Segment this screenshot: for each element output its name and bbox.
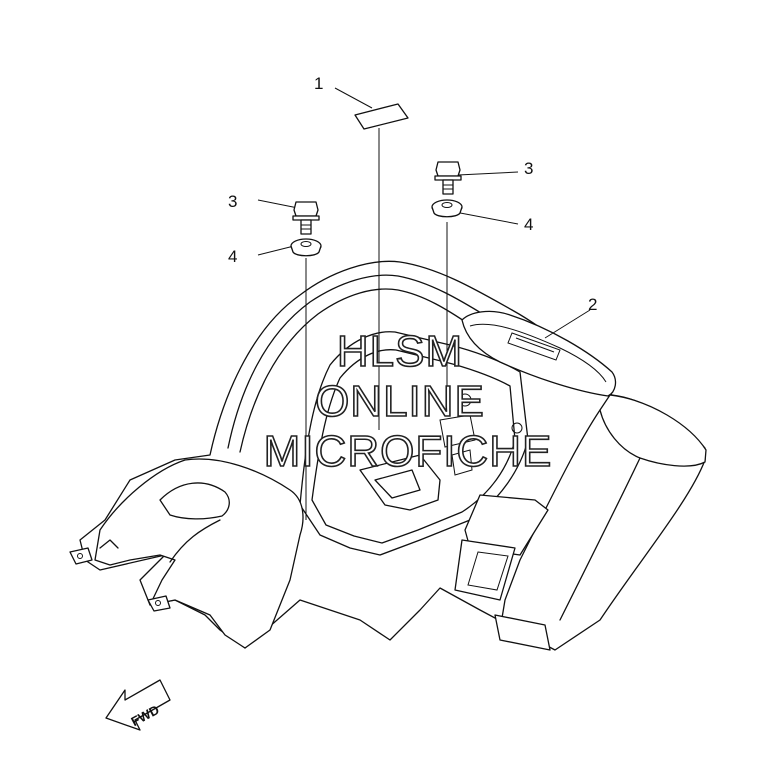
decal-part — [354, 103, 409, 130]
yamaha-logo — [507, 332, 561, 361]
rear-fender — [69, 260, 707, 651]
fwd-arrow-icon: FWD — [105, 679, 171, 731]
callout-1: 1 — [314, 74, 323, 93]
callout-3-left: 3 — [228, 192, 237, 211]
callout-4-right: 4 — [524, 215, 533, 234]
leader-lines — [257, 87, 591, 520]
bolt-right — [434, 161, 462, 195]
watermark: HLSM ONLINE MICROFICHE — [263, 326, 553, 477]
callout-3-right: 3 — [524, 159, 533, 178]
watermark-line-2: ONLINE — [315, 377, 485, 426]
bolt-left — [292, 201, 320, 235]
callout-4-left: 4 — [228, 247, 237, 266]
watermark-line-3: MICROFICHE — [264, 427, 553, 476]
grommet-left — [290, 238, 322, 257]
callout-2: 2 — [588, 295, 597, 314]
grommet-right — [431, 199, 463, 218]
watermark-line-1: HLSM — [337, 327, 463, 376]
